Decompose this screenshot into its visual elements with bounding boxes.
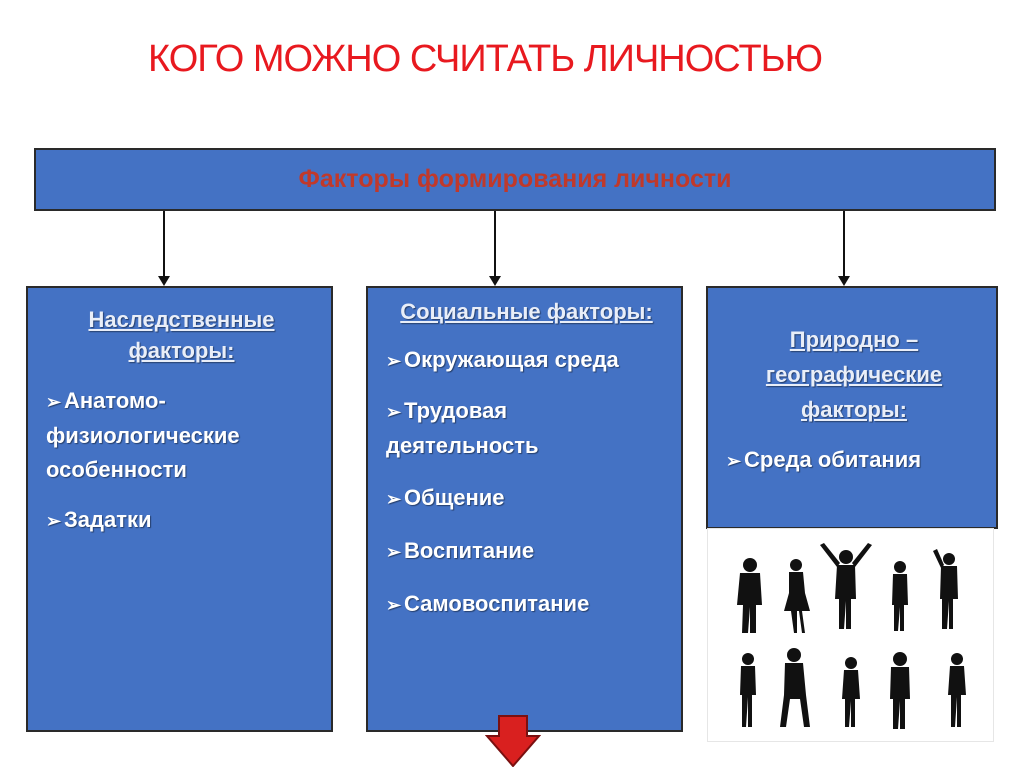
arrow-bullet-icon: ➢ [386,489,402,509]
arrow-bullet-icon: ➢ [386,351,402,371]
list-item-label: Общение [404,485,505,510]
connector-line-2 [494,211,496,278]
list-item: ➢Общение [386,481,667,516]
connector-arrowhead-2 [489,276,501,286]
social-heading-line-1: Социальные факторы: [400,299,653,324]
list-item-label: Среда обитания [744,447,922,472]
geographic-heading-line-1: Природно – [789,327,919,352]
geographic-factors-box: Природно – географические факторы: ➢Сред… [706,286,998,529]
arrow-bullet-icon: ➢ [726,451,742,471]
list-item: ➢Воспитание [386,534,667,569]
arrow-bullet-icon: ➢ [46,511,62,531]
hereditary-heading-line-2: факторы: [128,338,235,363]
geographic-heading-line-3: факторы: [801,397,907,422]
connector-arrowhead-1 [158,276,170,286]
social-factors-heading: Социальные факторы: [386,296,667,327]
hereditary-factors-heading: Наследственные факторы: [46,304,317,366]
list-item-label: Окружающая среда [404,347,619,372]
geographic-heading-line-2: географические [765,362,943,387]
list-item: ➢Задатки [46,503,317,538]
arrow-bullet-icon: ➢ [386,542,402,562]
list-item-label: Анатомо-физиологические особенности [46,388,240,482]
arrow-bullet-icon: ➢ [386,402,402,422]
factors-header-box: Факторы формирования личности [34,148,996,211]
list-item-label: Трудовая деятельность [386,398,539,458]
connector-line-1 [163,211,165,278]
list-item-label: Задатки [64,507,152,532]
social-factors-box: Социальные факторы: ➢Окружающая среда ➢Т… [366,286,683,732]
list-item-label: Самовоспитание [404,591,590,616]
arrow-bullet-icon: ➢ [386,595,402,615]
people-silhouettes-image [707,528,994,742]
factors-header-label: Факторы формирования личности [298,165,732,193]
list-item: ➢Анатомо-физиологические особенности [46,384,286,487]
page-title: КОГО МОЖНО СЧИТАТЬ ЛИЧНОСТЬЮ [148,38,823,80]
list-item: ➢Среда обитания [726,443,982,478]
list-item: ➢Самовоспитание [386,587,667,622]
list-item: ➢Окружающая среда [386,343,667,378]
list-item: ➢Трудовая деятельность [386,394,576,463]
hereditary-heading-line-1: Наследственные [88,307,275,332]
arrow-bullet-icon: ➢ [46,392,62,412]
connector-arrowhead-3 [838,276,850,286]
list-item-label: Воспитание [404,538,535,563]
connector-line-3 [843,211,845,278]
geographic-factors-heading: Природно – географические факторы: [726,322,982,427]
people-silhouettes-icon [737,543,966,729]
down-arrow-icon [485,715,541,767]
hereditary-factors-box: Наследственные факторы: ➢Анатомо-физиоло… [26,286,333,732]
